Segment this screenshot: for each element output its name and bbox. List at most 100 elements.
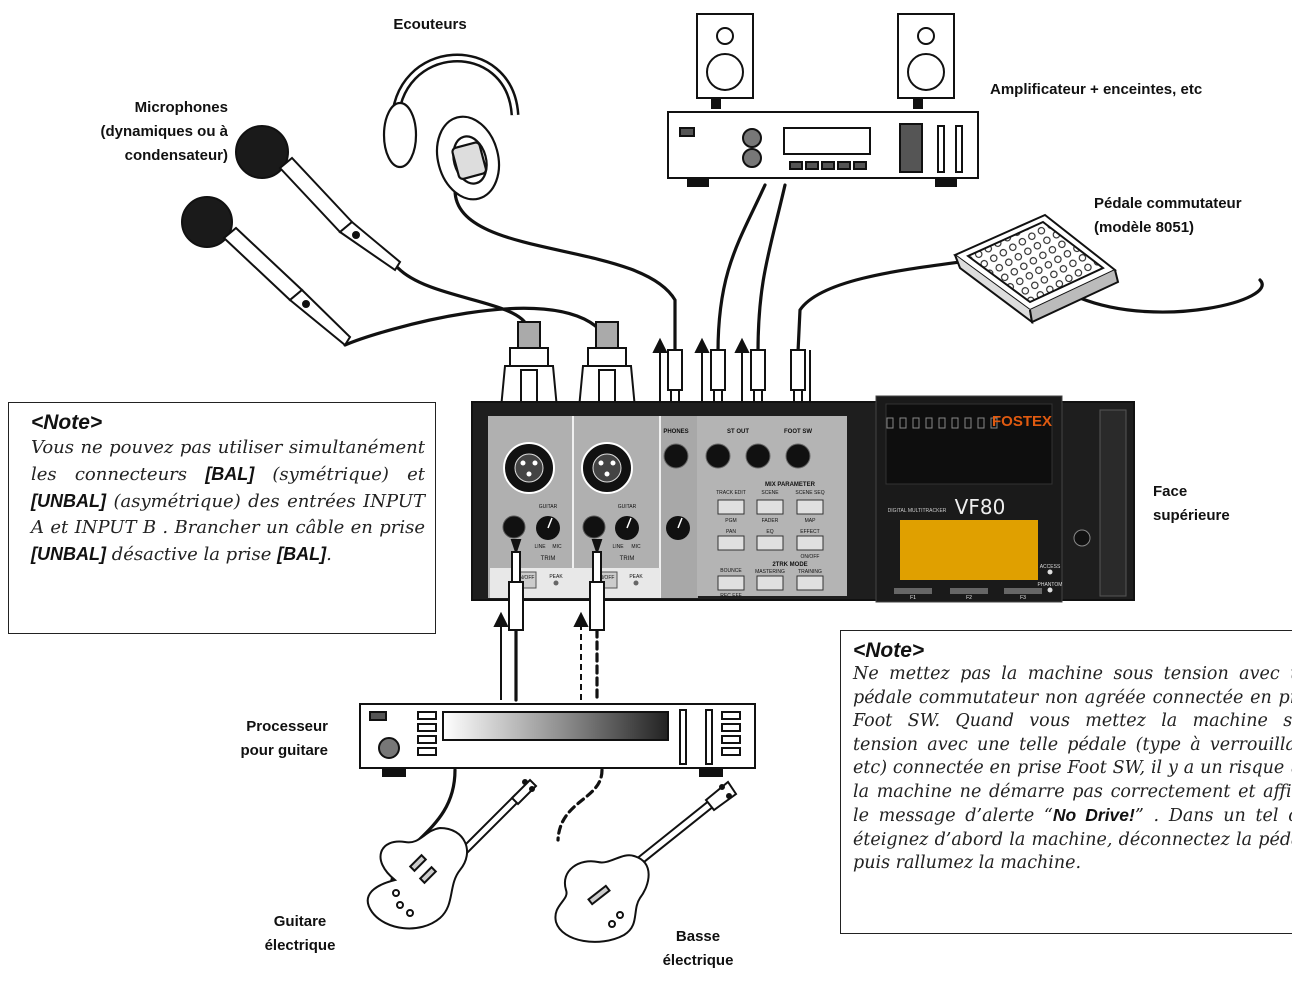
subtitle-label: DIGITAL MULTITRACKER bbox=[888, 508, 947, 514]
trim-knob-a bbox=[536, 516, 560, 540]
pgm-label: PGM bbox=[725, 518, 736, 524]
microphones-label-line-2: (dynamiques ou à bbox=[100, 123, 228, 140]
bass-cable bbox=[556, 768, 604, 842]
note-2-body: Ne mettez pas la machine sous tension av… bbox=[853, 664, 1292, 873]
footswitch-label-line-2: (modèle 8051) bbox=[1094, 219, 1195, 236]
electric-guitar-label-line-2: électrique bbox=[264, 937, 336, 954]
scene-label: SCENE bbox=[761, 490, 779, 496]
f2-label: F2 bbox=[966, 595, 972, 601]
electric-guitar-label-line-1: Guitare bbox=[273, 913, 327, 930]
mastering-label: MASTERING bbox=[755, 569, 785, 575]
footswitch-label-line-1: Pédale commutateur bbox=[1094, 195, 1242, 212]
mic-label-b: MIC bbox=[631, 544, 641, 550]
speaker-left bbox=[696, 13, 754, 109]
microphones-label-line-3: condensateur) bbox=[124, 147, 228, 164]
trim-label-b: TRIM bbox=[620, 556, 635, 562]
effect-button bbox=[796, 535, 824, 551]
microphone-1 bbox=[235, 125, 402, 272]
foot-sw-jack bbox=[785, 443, 811, 469]
trim-knob-b bbox=[615, 516, 639, 540]
mix-parameter-label: MIX PARAMETER bbox=[765, 482, 816, 488]
f3-label: F3 bbox=[1020, 595, 1026, 601]
track-edit-label: TRACK EDIT bbox=[716, 490, 746, 496]
input-arrows bbox=[493, 611, 589, 700]
note-foot-switch: <Note> Ne mettez pas la machine sous ten… bbox=[840, 630, 1292, 934]
bounce-label: BOUNCE bbox=[720, 568, 742, 574]
onoff-label-b: ON/OFF bbox=[596, 575, 615, 581]
lcd-screen bbox=[900, 520, 1038, 580]
line-label-a: LINE bbox=[534, 544, 546, 550]
unbal-jack-a bbox=[502, 515, 526, 539]
training-button bbox=[796, 575, 824, 591]
vf80-multitracker bbox=[471, 395, 1135, 603]
electric-bass bbox=[554, 780, 738, 943]
brand-label: FOSTEX bbox=[992, 413, 1052, 430]
note-bal-unbal: <Note> Vous ne pouvez pas utiliser simul… bbox=[8, 402, 436, 634]
st-out-jack-l bbox=[705, 443, 731, 469]
st-out-jack-r bbox=[745, 443, 771, 469]
amplifier bbox=[667, 111, 979, 187]
microphones-label: Microphones (dynamiques ou à condensateu… bbox=[40, 96, 228, 168]
amp-cable-out-1 bbox=[716, 183, 767, 354]
unbal-plugs bbox=[508, 539, 605, 631]
electric-bass-label-line-2: électrique bbox=[662, 952, 734, 969]
note-2-heading: <Note> bbox=[853, 639, 925, 662]
trim-label-a: TRIM bbox=[541, 556, 556, 562]
top-panel-label: Face supérieure bbox=[1153, 480, 1273, 528]
headphone-cable bbox=[453, 188, 677, 354]
microphones-label-line-1: Microphones bbox=[134, 99, 228, 116]
jog-dial bbox=[1073, 529, 1091, 547]
guitar-label-a: GUITAR bbox=[539, 504, 558, 510]
scene-seq-button bbox=[796, 499, 824, 515]
mastering-button bbox=[756, 575, 784, 591]
eq-button bbox=[756, 535, 784, 551]
amp-cable-out-2 bbox=[756, 183, 787, 354]
f1-label: F1 bbox=[910, 595, 916, 601]
level-knob bbox=[666, 516, 690, 540]
note-1-body: Vous ne pouvez pas utiliser simultanémen… bbox=[31, 437, 425, 565]
line-label-b: LINE bbox=[612, 544, 624, 550]
guitar-processor-label-line-1: Processeur bbox=[246, 718, 328, 735]
top-panel-label-line-2: supérieure bbox=[1153, 507, 1230, 524]
mic-label-a: MIC bbox=[552, 544, 562, 550]
guitar-label-b: GUITAR bbox=[618, 504, 637, 510]
device-text: FOSTEX VF80 DIGITAL MULTITRACKER TRIM TR… bbox=[516, 413, 1063, 601]
xlr-socket-b bbox=[581, 442, 633, 494]
st-out-label: ST OUT bbox=[727, 429, 749, 435]
bounce-button bbox=[717, 575, 745, 591]
effect-label: EFFECT bbox=[800, 529, 819, 535]
mic-cable-2 bbox=[343, 306, 602, 347]
speaker-right bbox=[897, 13, 955, 109]
electric-bass-label: Basse électrique bbox=[638, 925, 758, 973]
cables bbox=[343, 183, 1264, 882]
guitar-processor-label-line-2: pour guitare bbox=[240, 742, 328, 759]
mic-cable-1 bbox=[396, 266, 530, 330]
phones-label: PHONES bbox=[663, 429, 688, 435]
mode-2trk-label: 2TRK MODE bbox=[772, 562, 807, 568]
fader-label: FADER bbox=[762, 518, 779, 524]
peak-label-a: PEAK bbox=[549, 574, 563, 580]
electric-guitar bbox=[366, 778, 538, 930]
note-1-heading: <Note> bbox=[31, 411, 103, 434]
guitar-processor-label: Processeur pour guitare bbox=[200, 715, 328, 763]
unbal-jack-b bbox=[582, 515, 606, 539]
footswitch-cable-in bbox=[796, 260, 962, 354]
access-led bbox=[1047, 569, 1053, 575]
headphones-label: Ecouteurs bbox=[393, 16, 467, 33]
training-label: TRAINING bbox=[798, 569, 822, 575]
pan-label: PAN bbox=[726, 529, 736, 535]
map-label: MAP bbox=[805, 518, 817, 524]
led-strip bbox=[886, 417, 998, 429]
foot-sw-label: FOOT SW bbox=[784, 429, 812, 435]
microphone-2 bbox=[181, 196, 352, 347]
model-label: VF80 bbox=[955, 495, 1006, 519]
foot-switch-pedal bbox=[953, 213, 1120, 325]
effect-onoff-label: ON/OFF bbox=[801, 554, 820, 560]
eq-label: EQ bbox=[766, 529, 773, 535]
xlr-socket-a bbox=[503, 442, 555, 494]
headphones bbox=[382, 53, 520, 201]
scene-seq-label: SCENE SEQ bbox=[795, 490, 824, 496]
top-panel-label-line-1: Face bbox=[1153, 483, 1188, 500]
electric-bass-label-line-1: Basse bbox=[675, 928, 721, 945]
